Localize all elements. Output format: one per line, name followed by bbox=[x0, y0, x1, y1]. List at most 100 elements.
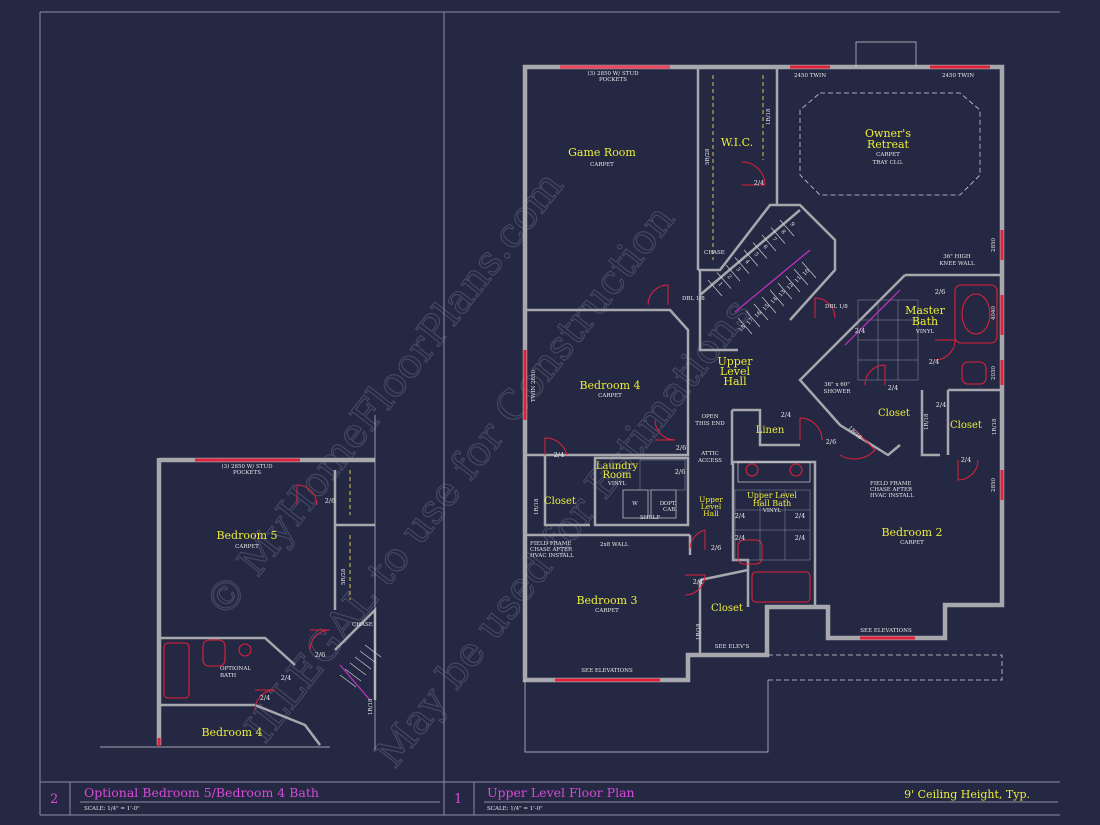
hall-bath-fixtures bbox=[734, 461, 811, 603]
door-tag: 2/4 bbox=[855, 327, 865, 335]
stair-tread bbox=[769, 289, 785, 307]
door-tag: 2/4 bbox=[781, 411, 791, 419]
room-name: Bedroom 3 bbox=[576, 594, 637, 607]
cabinet-note: CAB. bbox=[663, 507, 677, 513]
knee-wall-note: 36" HIGH bbox=[943, 254, 971, 260]
window-note: POCKETS bbox=[599, 77, 627, 83]
door-tags: 2/4 2/6 2/4 2/6 2/4 2/6 2/4 2/4 2/6 2/4 … bbox=[554, 179, 971, 586]
stair-tread bbox=[793, 268, 809, 286]
room-name-line1: Master bbox=[905, 304, 945, 317]
door-note: DBL 1/8 bbox=[682, 296, 705, 302]
stair-tread bbox=[707, 279, 723, 297]
door-tag: 2/4 bbox=[936, 401, 946, 409]
stair-number: 8 bbox=[779, 229, 786, 236]
room-name-line2: Bath bbox=[912, 315, 938, 328]
shower-note: 36" x 60" bbox=[824, 382, 850, 388]
door-tag: 2/4 bbox=[961, 456, 971, 464]
stair-tread bbox=[770, 227, 786, 244]
room-name: Bedroom 4 bbox=[579, 379, 640, 392]
door-tag: 2/4 bbox=[554, 451, 564, 459]
stair-number: 2 bbox=[725, 274, 732, 281]
door-tag: 2/6 bbox=[676, 444, 686, 452]
field-frame-note: CHASE AFTER bbox=[530, 547, 573, 553]
shelf-tag: 1R/18 bbox=[766, 108, 772, 125]
plan-notes: (3) 2850 W/ STUD POCKETS 2450 TWIN 2450 … bbox=[530, 70, 997, 674]
room-name: Bedroom 2 bbox=[881, 526, 942, 539]
room-name-line1: Laundry bbox=[596, 461, 639, 472]
room-name-line2: Level bbox=[720, 365, 751, 378]
room-name-line1: Upper bbox=[699, 495, 723, 504]
ceiling-height-note: 9' Ceiling Height, Typ. bbox=[904, 788, 1030, 801]
door-tag: 2/4 bbox=[693, 578, 703, 586]
room-owners-retreat: Owner's Retreat CARPET TRAY CLG. bbox=[865, 127, 911, 166]
stair-number: 11 bbox=[794, 275, 803, 284]
drawing-title-upper: Upper Level Floor Plan bbox=[487, 785, 635, 800]
stair-tread bbox=[801, 261, 817, 279]
room-name-line2: Level bbox=[701, 502, 722, 511]
room-laundry: Laundry Room VINYL bbox=[596, 461, 639, 487]
room-name: Bedroom 5 bbox=[216, 529, 277, 542]
room-bedroom-4-optional: Bedroom 4 bbox=[201, 726, 262, 739]
door-tag: 2/4 bbox=[888, 384, 898, 392]
stair-tread bbox=[752, 242, 768, 259]
stair-tread bbox=[716, 272, 732, 289]
window-note: TWIN 2850 bbox=[531, 369, 537, 402]
stair-number: 3 bbox=[734, 266, 741, 273]
window-note: 2450 TWIN bbox=[942, 73, 974, 79]
stair-tread bbox=[753, 303, 769, 321]
stair-number: 18 bbox=[738, 324, 747, 334]
master-bath-fixtures bbox=[844, 284, 998, 385]
room-finish: CARPET bbox=[590, 162, 614, 168]
door-tag: 2/4 bbox=[795, 534, 805, 542]
room-name-line2: Hall Bath bbox=[753, 499, 791, 508]
window-note: POCKETS bbox=[233, 470, 261, 476]
door-tag: 2/6 bbox=[315, 651, 325, 659]
room-name-line2: Retreat bbox=[867, 138, 910, 151]
cabinet-note: OPT. bbox=[664, 501, 677, 507]
chase-note: CHASE bbox=[352, 622, 373, 628]
window-note: 2450 TWIN bbox=[794, 73, 826, 79]
room-bedroom-5: Bedroom 5 CARPET bbox=[216, 529, 277, 550]
door-tag: 2/4 bbox=[795, 512, 805, 520]
room-upper-level-hall: Upper Level Hall bbox=[717, 355, 753, 388]
stair-number: 17 bbox=[746, 317, 755, 327]
room-bedroom-3: Bedroom 3 CARPET bbox=[576, 594, 637, 614]
attic-access-note: ATTIC bbox=[700, 451, 719, 457]
field-frame-note: CHASE AFTER bbox=[870, 487, 913, 493]
door-tag: 2/6 bbox=[711, 544, 721, 552]
stair-tread bbox=[359, 650, 377, 664]
windows bbox=[523, 65, 1004, 682]
stair-tread bbox=[344, 668, 362, 682]
room-finish: CARPET bbox=[876, 152, 900, 158]
shelf-tag: 1R/18 bbox=[924, 413, 930, 430]
window-note: (3) 2850 W/ STUD bbox=[587, 70, 639, 77]
room-closet-bedroom4: Closet bbox=[544, 496, 576, 507]
door-swings bbox=[544, 161, 979, 596]
stair-tread bbox=[745, 310, 761, 328]
room-name-line3: Hall bbox=[723, 375, 747, 388]
shelf-tag: 5R/28 bbox=[341, 568, 347, 585]
stair-tread bbox=[779, 219, 795, 237]
room-finish: VINYL bbox=[607, 481, 627, 487]
window-note: (3) 2850 W/ STUD bbox=[221, 463, 273, 470]
sheet-frame bbox=[39, 11, 1060, 816]
stair-number: 15 bbox=[762, 303, 771, 313]
door-tag: 2/6 bbox=[675, 468, 685, 476]
stair-number: 1 bbox=[716, 281, 723, 288]
optional-bath-label: BATH bbox=[220, 673, 236, 679]
door-tag: 2/4 bbox=[260, 694, 270, 702]
door-tag: 2/4 bbox=[929, 358, 939, 366]
stair-number: 10 bbox=[802, 268, 811, 278]
drawing-number-1: 1 bbox=[454, 792, 462, 807]
door-tag: 2/6 bbox=[935, 288, 945, 296]
stair-tread bbox=[339, 674, 357, 688]
room-master-bath: Master Bath VINYL bbox=[905, 304, 945, 335]
open-end-note: THIS END bbox=[695, 421, 725, 427]
shower-note: SHOWER bbox=[824, 389, 852, 395]
shelf-tag: 5R/28 bbox=[705, 148, 711, 165]
room-finish: VINYL bbox=[915, 329, 935, 335]
field-frame-note: HVAC INSTALL bbox=[870, 493, 914, 499]
room-bedroom-2: Bedroom 2 CARPET bbox=[881, 526, 942, 546]
window-note: 4040 bbox=[991, 306, 997, 320]
